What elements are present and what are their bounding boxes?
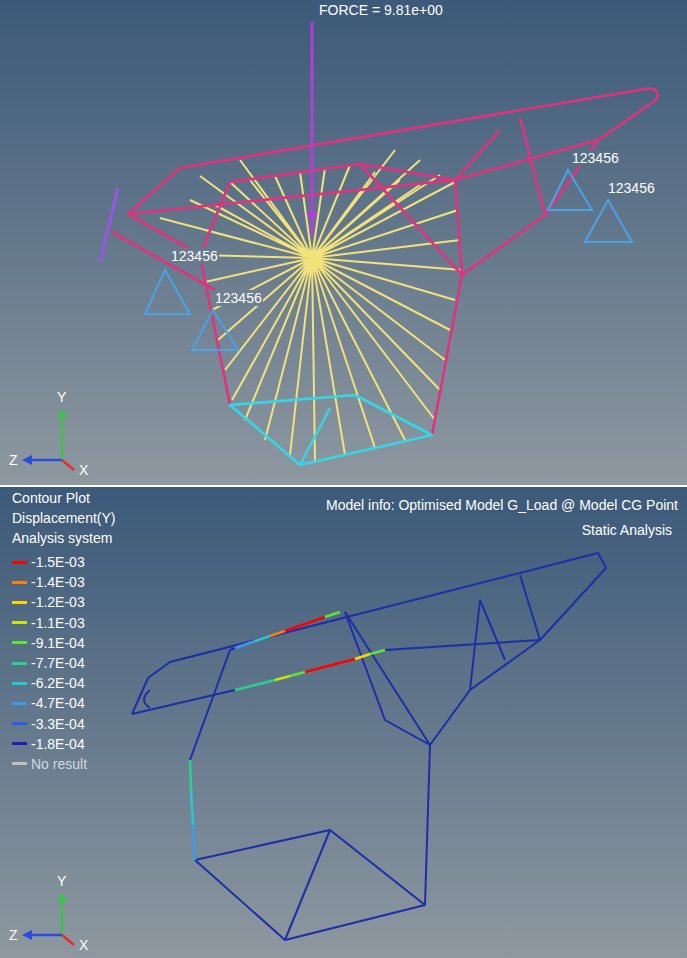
legend-value: -7.7E-04: [31, 655, 85, 671]
chassis-frame: [112, 89, 658, 435]
legend-value: -3.3E-04: [31, 716, 85, 732]
axis-triad: [22, 892, 74, 945]
legend-swatch: [12, 561, 27, 564]
force-bar: [100, 188, 118, 262]
constraint-symbol: [145, 170, 632, 350]
constraint-dof-label: 123456: [214, 290, 263, 306]
legend-value: -9.1E-04: [31, 635, 85, 651]
legend-value: -4.7E-04: [31, 695, 85, 711]
floor-frame: [230, 395, 432, 465]
legend-swatch: [12, 662, 27, 665]
legend-row: -3.3E-04: [12, 714, 87, 734]
legend-row: No result: [12, 754, 87, 774]
legend-title: Analysis system: [11, 530, 113, 546]
analysis-type: Static Analysis: [581, 522, 673, 538]
contour-legend: -1.5E-03 -1.4E-03 -1.2E-03 -1.1E-03 -9.1E-04…: [12, 552, 87, 774]
legend-swatch: [12, 762, 27, 765]
force-arrow: [311, 22, 314, 236]
legend-value: -1.4E-03: [31, 574, 85, 590]
legend-row: -1.2E-03: [12, 592, 87, 612]
viewport-ground: [0, 0, 687, 485]
legend-swatch: [12, 722, 27, 725]
deformed-frame: [132, 553, 606, 940]
axis-label: X: [78, 462, 89, 478]
load-point-marker: [306, 212, 318, 222]
axis-label: Y: [56, 389, 67, 405]
legend-title: Contour Plot: [11, 490, 91, 506]
legend-swatch: [12, 601, 27, 604]
legend-value: -1.2E-03: [31, 594, 85, 610]
legend-swatch: [12, 682, 27, 685]
legend-row: -9.1E-04: [12, 633, 87, 653]
legend-swatch: [12, 581, 27, 584]
axis-label: Z: [8, 452, 19, 468]
legend-row: -1.5E-03: [12, 552, 87, 572]
legend-row: -6.2E-04: [12, 673, 87, 693]
contour-members: [190, 612, 385, 860]
legend-swatch: [12, 742, 27, 745]
legend-swatch: [12, 702, 27, 705]
axis-triad: [22, 408, 74, 470]
legend-row: -4.7E-04: [12, 693, 87, 713]
axis-label: X: [78, 937, 89, 953]
viewport-ground: [0, 487, 687, 958]
legend-value: -6.2E-04: [31, 675, 85, 691]
legend-swatch: [12, 641, 27, 644]
legend-value: -1.8E-04: [31, 736, 85, 752]
legend-row: -1.4E-03: [12, 572, 87, 592]
legend-title: Displacement(Y): [11, 510, 116, 526]
legend-row: -1.1E-03: [12, 613, 87, 633]
legend-row: -7.7E-04: [12, 653, 87, 673]
axis-label: Y: [56, 873, 67, 889]
legend-swatch: [12, 621, 27, 624]
axis-label: Z: [8, 927, 19, 943]
legend-value: -1.5E-03: [31, 554, 85, 570]
legend-value: No result: [31, 756, 87, 772]
constraint-dof-label: 123456: [607, 180, 656, 196]
legend-value: -1.1E-03: [31, 615, 85, 631]
legend-row: -1.8E-04: [12, 734, 87, 754]
constraint-dof-label: 123456: [571, 150, 620, 166]
panel-divider: [0, 485, 687, 487]
model-info: Model info: Optimised Model G_Load @ Mod…: [325, 497, 679, 513]
constraint-dof-label: 123456: [170, 248, 219, 264]
load-label: FORCE = 9.81e+00: [318, 2, 444, 18]
